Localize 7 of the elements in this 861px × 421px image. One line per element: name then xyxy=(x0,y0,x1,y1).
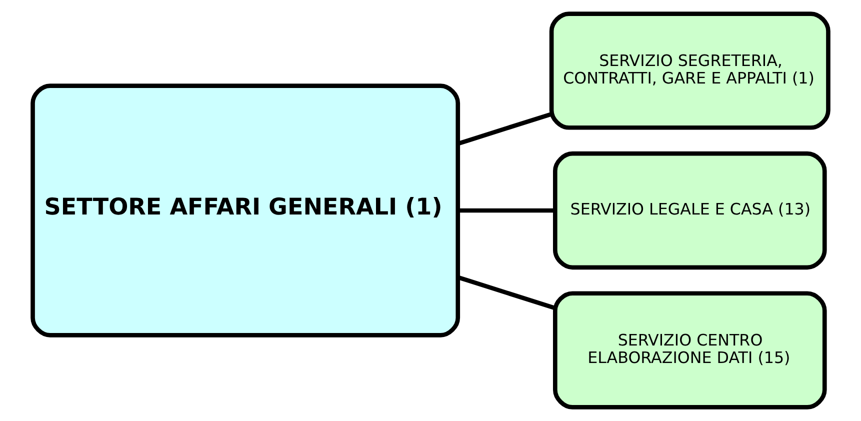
node-box: SETTORE AFFARI GENERALI (1) xyxy=(30,84,460,338)
node-box: SERVIZIO SEGRETERIA, CONTRATTI, GARE E APPALTI (1) xyxy=(549,12,830,130)
connector xyxy=(458,208,555,213)
node-box: SERVIZIO CENTRO ELABORAZIONE DATI (15) xyxy=(553,291,827,410)
node-box: SERVIZIO LEGALE E CASA (13) xyxy=(553,151,827,270)
connector xyxy=(457,275,556,310)
connector xyxy=(457,112,552,146)
